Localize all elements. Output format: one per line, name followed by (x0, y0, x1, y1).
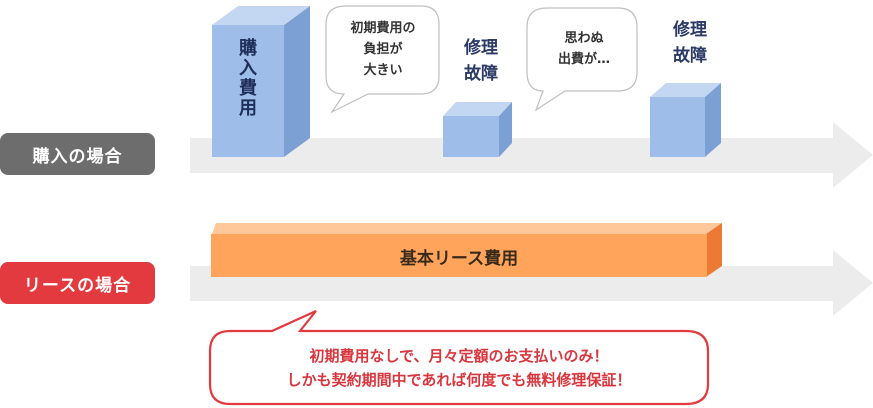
bubble-2-line: 思わぬ (564, 31, 604, 46)
repair-block-2 (650, 83, 721, 157)
speech-bubble-1 (325, 5, 440, 114)
repair-label-2-line: 修理 (673, 20, 707, 40)
lease-note-bubble (208, 309, 710, 406)
bubble-1-text: 初期費用の 負担が 大きい (330, 18, 436, 81)
repair-label-2: 修理 故障 (656, 17, 724, 69)
repair-label-2-line: 故障 (673, 46, 707, 66)
purchase-cost-label: 購入費用 (236, 38, 257, 118)
bubble-2-line: 出費が… (557, 52, 610, 67)
lease-note-line: 初期費用なしで、月々定額のお支払いのみ！ (309, 347, 609, 365)
bubble-1-line: 初期費用の (350, 21, 416, 36)
bubble-1-line: 大きい (363, 63, 403, 78)
lease-note-text: 初期費用なしで、月々定額のお支払いのみ！ しかも契約期間中であれば何度でも無料修… (212, 344, 706, 392)
purchase-cost-block (212, 6, 310, 157)
repair-label-1-line: 故障 (464, 64, 498, 84)
lease-note-line: しかも契約期間中であれば何度でも無料修理保証！ (286, 371, 632, 389)
lease-cost-bar (211, 223, 722, 277)
bubble-2-text: 思わぬ 出費が… (532, 28, 636, 70)
lease-cost-label: 基本リース費用 (399, 249, 519, 269)
speech-bubble-2 (526, 7, 638, 112)
repair-label-1-line: 修理 (464, 38, 498, 58)
repair-block-1 (443, 102, 512, 157)
lease-row-label: リースの場合 (0, 262, 155, 304)
bubble-1-line: 負担が (363, 42, 403, 57)
purchase-row-label: 購入の場合 (0, 133, 155, 175)
repair-label-1: 修理 故障 (448, 35, 514, 87)
